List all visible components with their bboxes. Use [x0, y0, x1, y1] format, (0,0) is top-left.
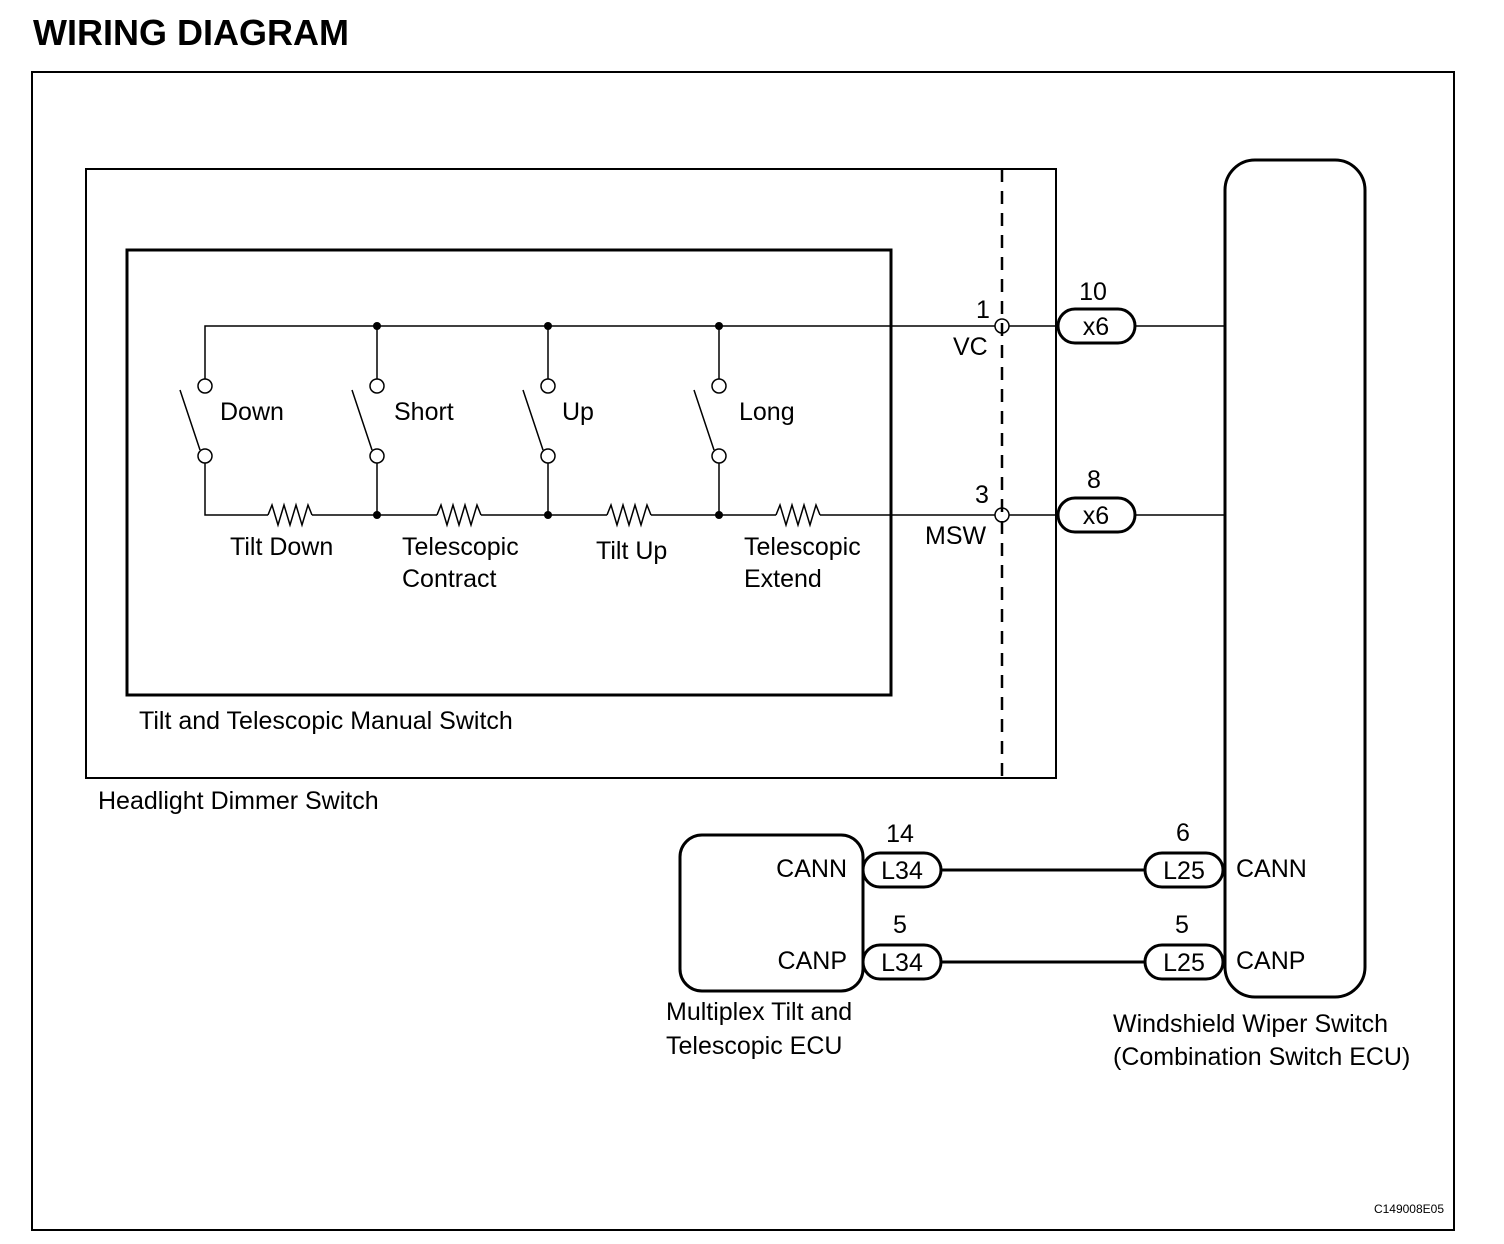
- connector-l34-cann-pin: 14: [886, 820, 914, 848]
- connector-l25-cann-id: L25: [1163, 857, 1205, 885]
- wiper-pin-cann: CANN: [1236, 855, 1307, 883]
- connector-x6-top-id: x6: [1083, 313, 1109, 341]
- connector-x6-top: [1056, 307, 1137, 345]
- resistor-label-tilt-up: Tilt Up: [596, 537, 667, 565]
- connector-x6-bottom-id: x6: [1083, 502, 1109, 530]
- connector-x6-bottom: [1056, 496, 1137, 534]
- vc-bus-wire: [204, 325, 995, 379]
- page-title: WIRING DIAGRAM: [33, 12, 349, 53]
- junction-dot: [544, 511, 552, 519]
- multiplex-ecu-body: [678, 833, 865, 993]
- switch-long: [693, 378, 727, 464]
- diagram-frame: [31, 71, 1455, 1231]
- resistor-label-telescopic-contract: Telescopic: [402, 533, 519, 561]
- connector-l34-cann-id: L34: [881, 857, 923, 885]
- ecu-pin-canp: CANP: [778, 947, 847, 975]
- resistor-label-telescopic-contract-2: Contract: [402, 565, 497, 593]
- switch-label-short: Short: [394, 398, 454, 426]
- resistor-label-tilt-down: Tilt Down: [230, 533, 333, 561]
- connector-x6-top-pin: 10: [1079, 278, 1107, 306]
- wiper-switch-label-2: (Combination Switch ECU): [1113, 1043, 1410, 1071]
- manual-switch-box: [125, 248, 893, 697]
- headlight-dimmer-switch-label: Headlight Dimmer Switch: [98, 787, 379, 815]
- wiper-switch-body: [1223, 158, 1367, 999]
- connector-l34-canp: [861, 943, 943, 981]
- junction-dot: [373, 322, 381, 330]
- junction-dot: [373, 511, 381, 519]
- switch-label-up: Up: [562, 398, 594, 426]
- connector-l25-canp: [1143, 943, 1225, 981]
- connector-l25-canp-id: L25: [1163, 949, 1205, 977]
- switch-down: [179, 378, 213, 464]
- connector-l34-canp-id: L34: [881, 949, 923, 977]
- connector-l34-cann: [861, 851, 943, 889]
- manual-switch-label: Tilt and Telescopic Manual Switch: [139, 707, 513, 735]
- terminal-vc-name: VC: [953, 333, 988, 361]
- resistor-label-telescopic-extend-2: Extend: [744, 565, 822, 593]
- switch-short: [351, 378, 385, 464]
- connector-l34-canp-pin: 5: [893, 911, 907, 939]
- connector-x6-bottom-pin: 8: [1087, 466, 1101, 494]
- wiper-switch-label-1: Windshield Wiper Switch: [1113, 1010, 1388, 1038]
- switch-up: [522, 378, 556, 464]
- msw-rail-wire: [204, 463, 995, 528]
- ecu-pin-cann: CANN: [776, 855, 847, 883]
- switch-label-long: Long: [739, 398, 795, 426]
- connector-l25-cann: [1143, 851, 1225, 889]
- junction-dot: [715, 322, 723, 330]
- junction-dot: [715, 511, 723, 519]
- wiper-pin-canp: CANP: [1236, 947, 1305, 975]
- resistor-label-telescopic-extend: Telescopic: [744, 533, 861, 561]
- multiplex-ecu-label-2: Telescopic ECU: [666, 1032, 842, 1060]
- switch-label-down: Down: [220, 398, 284, 426]
- junction-dot: [544, 322, 552, 330]
- terminal-msw-name: MSW: [925, 522, 987, 550]
- terminal-msw-pin: 3: [975, 481, 989, 509]
- image-code: C149008E05: [1374, 1202, 1444, 1216]
- multiplex-ecu-label-1: Multiplex Tilt and: [666, 998, 852, 1026]
- connector-l25-canp-pin: 5: [1175, 911, 1189, 939]
- terminal-vc-pin: 1: [976, 296, 990, 324]
- connector-l25-cann-pin: 6: [1176, 819, 1190, 847]
- headlight-dimmer-switch-box: [85, 168, 1057, 779]
